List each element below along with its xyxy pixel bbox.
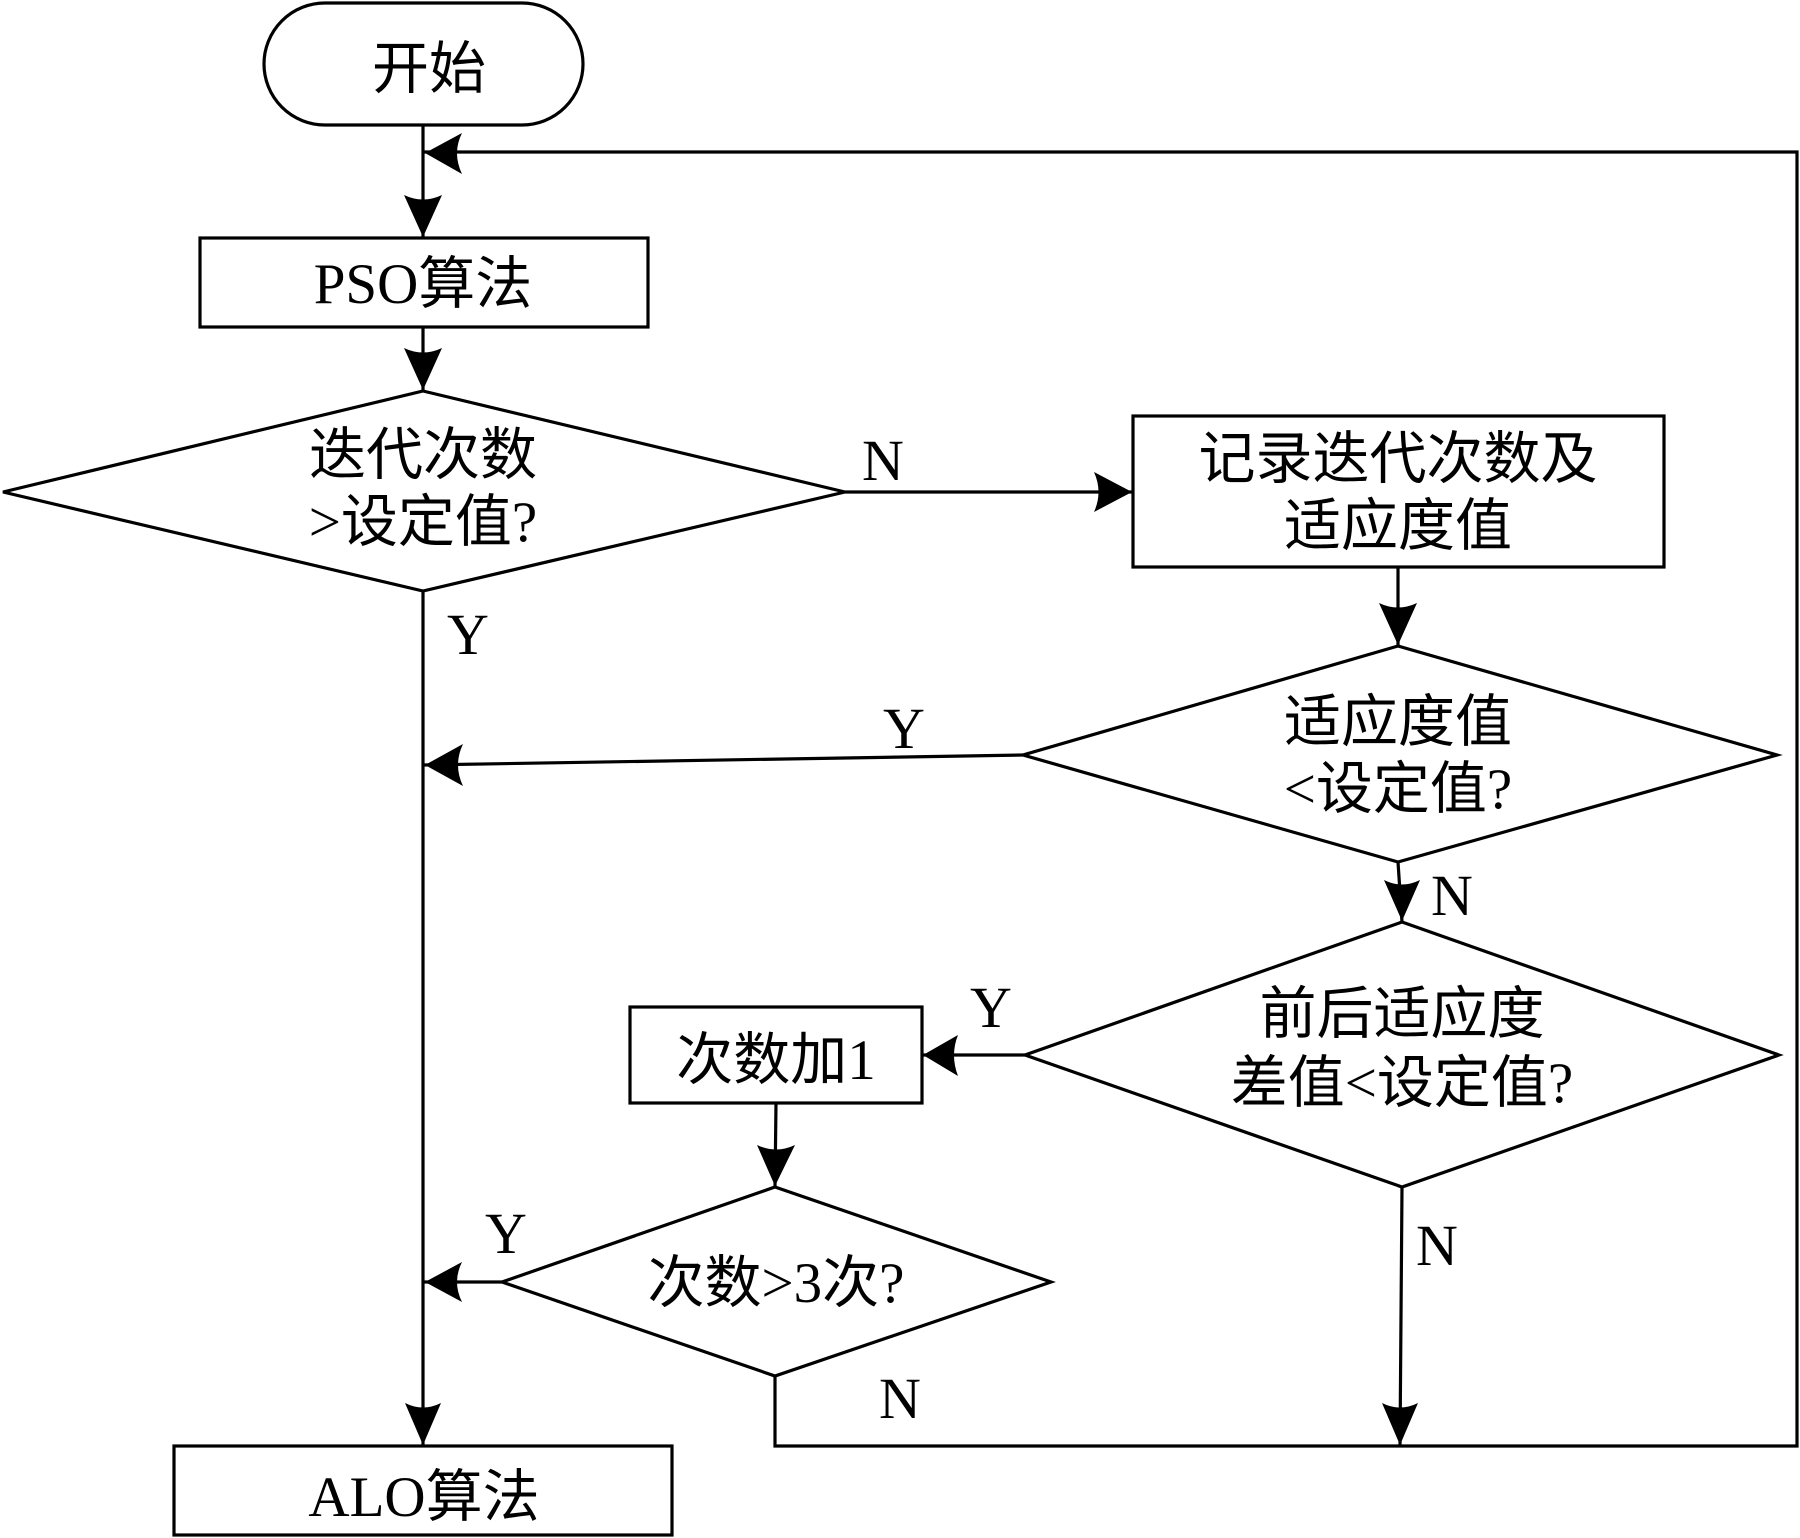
pso-label: PSO算法 bbox=[314, 253, 533, 316]
edge-fitness-check-to-main bbox=[422, 753, 1024, 767]
count-inc-process-box bbox=[628, 1005, 924, 1105]
start-label: 开始 bbox=[372, 38, 486, 101]
diff-check-label-line1: 前后适应度 bbox=[1260, 983, 1545, 1046]
node-diff-check: 前后适应度 差值<设定值? bbox=[1020, 920, 1784, 1189]
label-count-check-yes: Y bbox=[485, 1201, 527, 1266]
node-alo: ALO算法 bbox=[172, 1444, 674, 1537]
label-diff-check-yes: Y bbox=[970, 975, 1012, 1040]
node-start: 开始 bbox=[262, 1, 585, 127]
edge-labels: N Y Y N Y N Y N bbox=[447, 428, 1473, 1431]
fitness-check-decision-shape bbox=[1017, 644, 1783, 864]
node-record: 记录迭代次数及 适应度值 bbox=[1131, 414, 1666, 569]
label-iter-check-yes: Y bbox=[447, 602, 489, 667]
edge-feedback-loop-to-pso bbox=[423, 150, 1799, 1448]
edge-diff-check-to-bottom-loop bbox=[1398, 1186, 1404, 1447]
label-fitness-check-yes: Y bbox=[883, 696, 925, 761]
label-iter-check-no: N bbox=[862, 428, 904, 493]
alo-label: ALO算法 bbox=[308, 1466, 539, 1529]
label-count-check-no: N bbox=[879, 1366, 921, 1431]
record-label-line1: 记录迭代次数及 bbox=[1199, 428, 1598, 491]
alo-process-box bbox=[172, 1444, 674, 1537]
node-fitness-check: 适应度值 <设定值? bbox=[1017, 644, 1783, 864]
node-count-inc: 次数加1 bbox=[628, 1005, 924, 1105]
arrowhead-into-iter-check bbox=[404, 348, 442, 390]
edges bbox=[421, 125, 1799, 1448]
arrowhead-into-count-check bbox=[757, 1145, 795, 1186]
node-pso: PSO算法 bbox=[198, 236, 650, 329]
arrowhead-into-fitness-check bbox=[1379, 603, 1417, 645]
arrowhead-count-yes-into-main bbox=[425, 1262, 462, 1302]
label-fitness-check-no: N bbox=[1431, 863, 1473, 928]
count-inc-label: 次数加1 bbox=[676, 1029, 876, 1092]
node-count-check: 次数>3次? bbox=[497, 1185, 1056, 1378]
arrowhead-into-pso bbox=[404, 195, 442, 237]
arrowhead-into-alo bbox=[405, 1403, 441, 1445]
fitness-check-label-line2: <设定值? bbox=[1284, 758, 1512, 821]
arrowhead-diff-no-into-loop bbox=[1382, 1403, 1418, 1445]
arrowhead-into-count-inc bbox=[923, 1035, 958, 1076]
arrowhead-fitness-yes-into-main bbox=[425, 744, 463, 786]
iter-check-label-line2: >设定值? bbox=[309, 491, 537, 554]
node-iter-check: 迭代次数 >设定值? bbox=[2, 389, 846, 593]
arrowheads bbox=[404, 133, 1420, 1445]
arrowhead-into-record bbox=[1094, 472, 1132, 512]
arrowhead-feedback-into-main bbox=[425, 133, 462, 174]
pso-process-box bbox=[198, 236, 650, 329]
label-diff-check-no: N bbox=[1416, 1213, 1458, 1278]
fitness-check-label-line1: 适应度值 bbox=[1284, 691, 1512, 754]
record-label-line2: 适应度值 bbox=[1284, 495, 1512, 558]
arrowhead-into-diff-check bbox=[1384, 880, 1420, 921]
diff-check-label-line2: 差值<设定值? bbox=[1231, 1052, 1573, 1115]
iter-check-label-line1: 迭代次数 bbox=[309, 424, 537, 487]
count-check-label: 次数>3次? bbox=[648, 1252, 905, 1315]
